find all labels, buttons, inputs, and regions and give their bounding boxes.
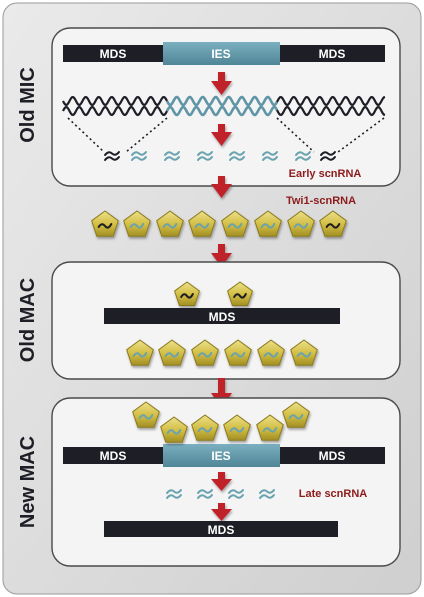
twi1-scnrna-complex <box>221 210 249 237</box>
early-scnrna-fragment <box>164 151 180 161</box>
twi1-scnrna-complex <box>319 210 347 237</box>
late-scnrna-fragment <box>259 489 275 499</box>
late-scnrna-label: Late scnRNA <box>299 488 368 500</box>
old-mac-top-complexes <box>174 281 253 306</box>
ies-scnrna-complex <box>158 339 186 366</box>
old-mac-mds-bar <box>104 308 340 324</box>
mac-ies-label: IES <box>211 449 230 463</box>
old-mac-mds-label: MDS <box>209 310 236 324</box>
mic-arrow-1 <box>211 72 232 95</box>
early-scnrna-fragment <box>104 151 120 161</box>
twi1-scnrna-row <box>91 210 347 237</box>
new-mac-panel: New MAC MDS IES MDS Late scnRNA MDS <box>17 397 401 567</box>
old-mac-title: Old MAC <box>17 278 39 362</box>
new-mac-bound-complexes <box>132 401 310 443</box>
old-mac-panel: Old MAC MDS <box>17 261 401 380</box>
twi1-scnrna-complex <box>254 210 282 237</box>
ies-scnrna-complex <box>191 339 219 366</box>
early-scnrna-fragment <box>262 151 278 161</box>
early-scnrna-fragment <box>229 151 245 161</box>
mac-mds-left-segment <box>63 447 163 464</box>
mac-mds-left-label: MDS <box>100 449 127 463</box>
early-scnrna-label: Early scnRNA <box>289 168 362 180</box>
ies-bound-complex <box>223 414 251 441</box>
old-mic-title: Old MIC <box>17 67 39 143</box>
ies-scnrna-complex <box>290 339 318 366</box>
mic-mds-left-segment <box>63 45 163 62</box>
late-scnrna-fragment <box>166 489 182 499</box>
ies-scnrna-complex <box>257 339 285 366</box>
ies-bound-complex <box>160 416 188 443</box>
twi1-scnrna-complex <box>287 210 315 237</box>
dicer-cleavage-lines <box>67 117 385 153</box>
bidirectional-transcripts <box>62 95 386 117</box>
early-scnrna-fragment <box>295 151 311 161</box>
old-mic-panel: Old MIC MDS IES MDS <box>17 27 401 187</box>
late-scnrna-fragments <box>166 489 275 499</box>
mic-mds-right-label: MDS <box>319 47 346 61</box>
mic-ies-segment <box>163 42 280 65</box>
early-scnrna-fragment <box>197 151 213 161</box>
mds-bound-complex <box>174 281 200 306</box>
ies-bound-complex <box>282 401 310 428</box>
ies-bound-complex <box>191 414 219 441</box>
twi1-scnrna-complex <box>188 210 216 237</box>
arrow-twi1-to-old-mac <box>211 244 232 267</box>
new-mac-mds-label: MDS <box>208 523 235 537</box>
early-scnrna-fragment <box>131 151 147 161</box>
mic-arrow-2 <box>211 124 232 146</box>
new-mac-mds-bar <box>104 521 338 537</box>
twi1-scnrna-complex <box>123 210 151 237</box>
late-scnrna-fragment <box>228 489 244 499</box>
mic-mds-right-segment <box>280 45 385 62</box>
arrow-mic-to-twi1 <box>211 176 232 198</box>
mac-ies-segment <box>163 444 280 467</box>
old-mac-unbound-complexes <box>126 339 318 366</box>
mds-bound-complex <box>227 281 253 306</box>
new-mac-arrow-2 <box>211 503 232 521</box>
mac-mds-right-segment <box>280 447 385 464</box>
ies-bound-complex <box>256 414 284 441</box>
twi1-scnrna-label: Twi1-scnRNA <box>286 195 356 207</box>
early-scnrna-fragment <box>320 151 336 161</box>
twi1-scnrna-complex <box>156 210 184 237</box>
ies-scnrna-complex <box>126 339 154 366</box>
new-mac-arrow-1 <box>211 472 232 491</box>
ies-bound-complex <box>132 401 160 428</box>
early-scnrna-fragments <box>104 151 336 161</box>
mic-ies-label: IES <box>211 47 230 61</box>
ies-scnrna-complex <box>224 339 252 366</box>
twi1-scnrna-complex <box>91 210 119 237</box>
mac-mds-right-label: MDS <box>319 449 346 463</box>
mic-mds-left-label: MDS <box>100 47 127 61</box>
late-scnrna-fragment <box>197 489 213 499</box>
new-mac-title: New MAC <box>17 436 39 528</box>
